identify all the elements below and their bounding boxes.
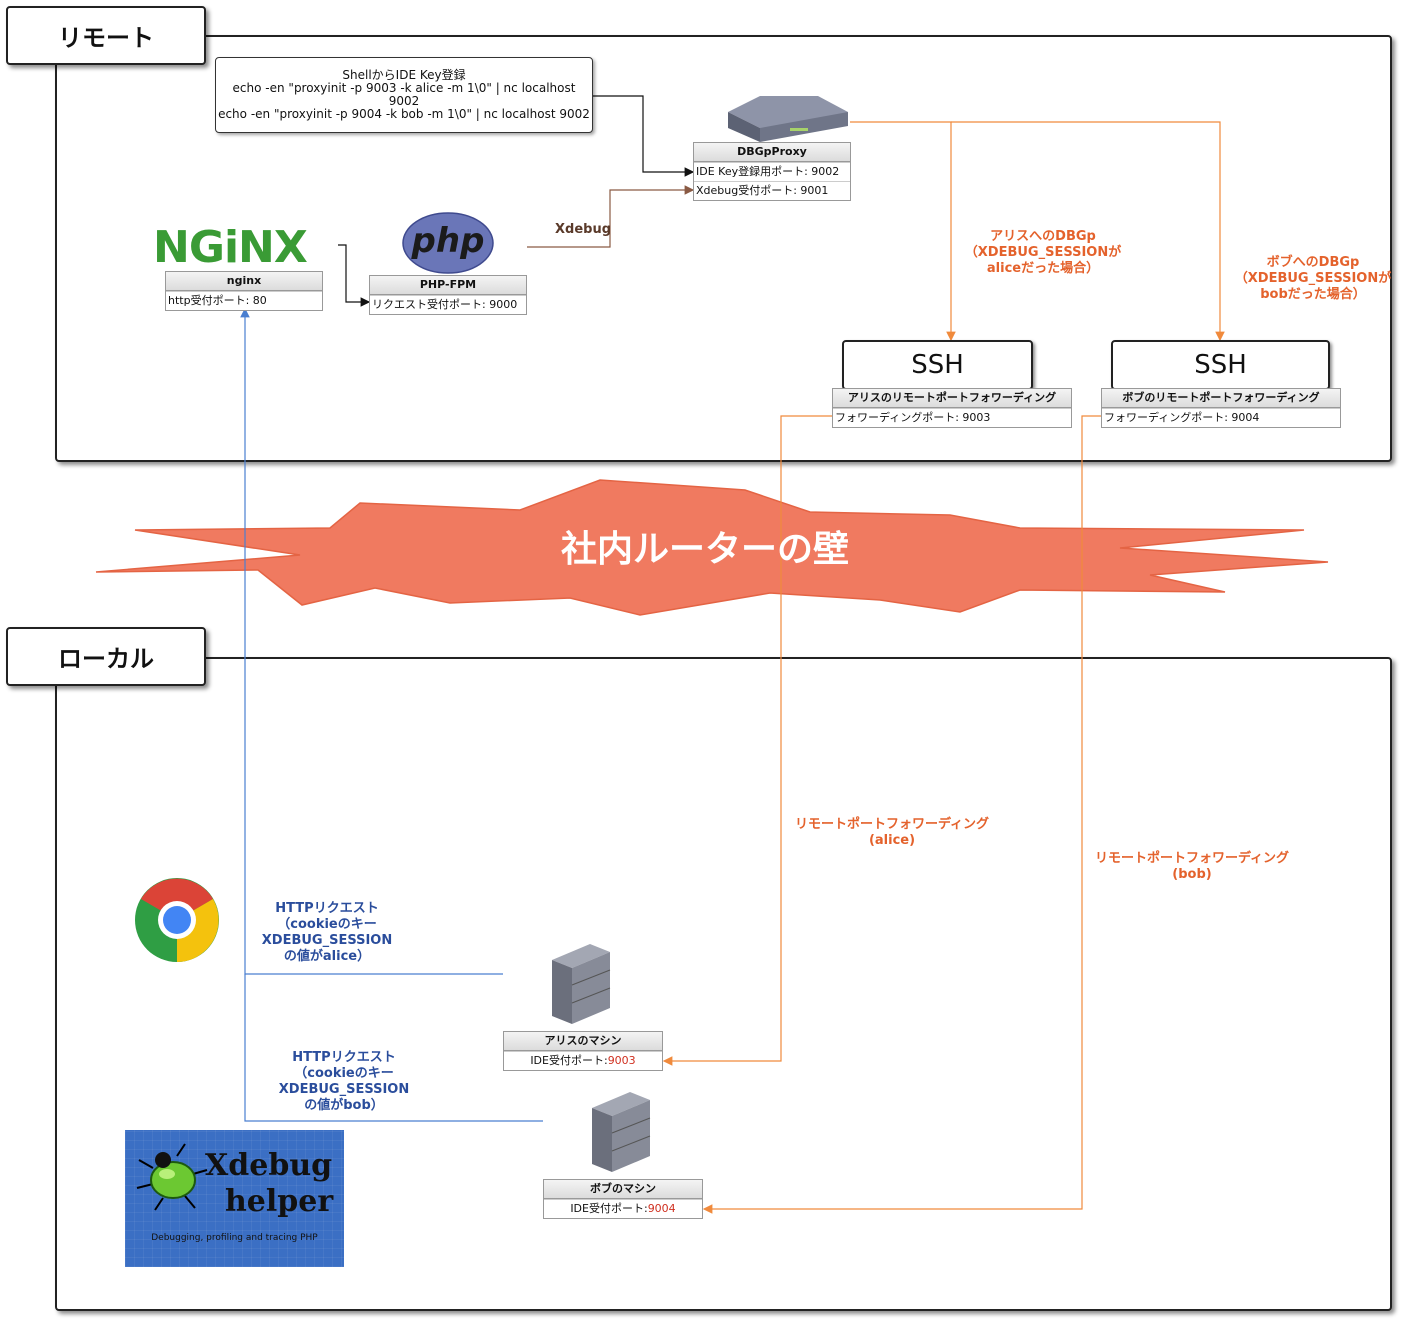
alice-dbgp-label: アリスへのDBGp （XDEBUG_SESSIONが aliceだった場合） xyxy=(964,229,1122,276)
remote-region-tab: リモート xyxy=(6,6,206,65)
nginx-logo: NGiNX xyxy=(153,222,308,273)
rpf-bob-label: リモートポートフォワーディング (bob) xyxy=(1094,851,1290,882)
dbgpproxy-ide-key-port: IDE Key登録用ポート: 9002 xyxy=(694,162,850,181)
arrow-shell-to-proxy xyxy=(593,95,695,177)
bob-machine-title: ボブのマシン xyxy=(544,1180,702,1199)
arrow-proxy-to-ssh-bob xyxy=(951,121,1225,342)
router-wall-shape xyxy=(95,479,1329,616)
xdebug-helper-tagline: Debugging, profiling and tracing PHP xyxy=(151,1233,318,1243)
ssh-alice-title: アリスのリモートポートフォワーディング xyxy=(833,389,1071,408)
arrow-proxy-to-ssh-alice xyxy=(850,121,956,342)
alice-machine-title: アリスのマシン xyxy=(504,1032,662,1051)
xdebug-helper-title2: helper xyxy=(225,1184,334,1219)
ssh-bob-box: SSH xyxy=(1111,340,1330,390)
php-logo-icon xyxy=(402,212,494,274)
http-alice-label: HTTPリクエスト （cookieのキー XDEBUG_SESSION の値がa… xyxy=(261,901,393,964)
nginx-title: nginx xyxy=(166,272,322,291)
phpfpm-table: PHP-FPM リクエスト受付ポート: 9000 xyxy=(369,275,527,315)
bug-icon xyxy=(136,1143,208,1211)
ssh-alice-table: アリスのリモートポートフォワーディング フォワーディングポート: 9003 xyxy=(832,388,1072,428)
http-bob-label: HTTPリクエスト （cookieのキー XDEBUG_SESSION の値がb… xyxy=(278,1050,410,1113)
ssh-bob-title: ボブのリモートポートフォワーディング xyxy=(1102,389,1340,408)
dbgpproxy-table: DBGpProxy IDE Key登録用ポート: 9002 Xdebug受付ポー… xyxy=(693,142,851,201)
alice-tower-server-icon xyxy=(552,944,611,1024)
bob-dbgp-label: ボブへのDBGp （XDEBUG_SESSIONが bobだった場合） xyxy=(1234,255,1392,302)
ssh-bob-forward-port: フォワーディングポート: 9004 xyxy=(1102,408,1340,427)
server-icon xyxy=(728,96,848,142)
shell-note-line3: echo -en "proxyinit -p 9004 -k bob -m 1\… xyxy=(218,107,590,121)
arrow-phpfpm-to-proxy xyxy=(527,185,695,248)
bob-machine-table: ボブのマシン IDE受付ポート:9004 xyxy=(543,1179,703,1219)
alice-machine-ide-port: IDE受付ポート:9003 xyxy=(504,1051,662,1070)
chrome-logo-icon xyxy=(135,878,219,962)
bob-machine-ide-port: IDE受付ポート:9004 xyxy=(544,1199,702,1218)
ssh-alice-box: SSH xyxy=(842,340,1033,390)
nginx-http-port: http受付ポート: 80 xyxy=(166,291,322,310)
arrow-forward-alice xyxy=(662,415,832,1066)
dbgpproxy-xdebug-port: Xdebug受付ポート: 9001 xyxy=(694,181,850,200)
shell-note-line2: echo -en "proxyinit -p 9003 -k alice -m … xyxy=(232,81,576,108)
xdebug-helper-logo: Xdebug helper Debugging, profiling and t… xyxy=(125,1130,344,1267)
router-wall-label: 社内ルーターの壁 xyxy=(560,529,849,570)
bob-tower-server-icon xyxy=(592,1092,651,1172)
ssh-alice-forward-port: フォワーディングポート: 9003 xyxy=(833,408,1071,427)
arrow-http-alice xyxy=(240,307,503,975)
shell-note-line1: ShellからIDE Key登録 xyxy=(342,68,466,82)
php-logo-text: php xyxy=(411,221,485,261)
xdebug-connection-label: Xdebug xyxy=(555,222,612,237)
nginx-table: nginx http受付ポート: 80 xyxy=(165,271,323,311)
phpfpm-request-port: リクエスト受付ポート: 9000 xyxy=(370,295,526,314)
arrow-http-bob xyxy=(244,974,543,1122)
rpf-alice-label: リモートポートフォワーディング (alice) xyxy=(794,817,990,848)
xdebug-helper-title1: Xdebug xyxy=(205,1148,333,1183)
phpfpm-title: PHP-FPM xyxy=(370,276,526,295)
ssh-bob-table: ボブのリモートポートフォワーディング フォワーディングポート: 9004 xyxy=(1101,388,1341,428)
dbgpproxy-title: DBGpProxy xyxy=(694,143,850,162)
local-region-tab: ローカル xyxy=(6,627,206,686)
alice-machine-table: アリスのマシン IDE受付ポート:9003 xyxy=(503,1031,663,1071)
arrow-nginx-to-phpfpm xyxy=(338,244,371,307)
arrow-forward-bob xyxy=(702,415,1101,1214)
shell-ide-key-note: ShellからIDE Key登録 echo -en "proxyinit -p … xyxy=(215,57,593,133)
